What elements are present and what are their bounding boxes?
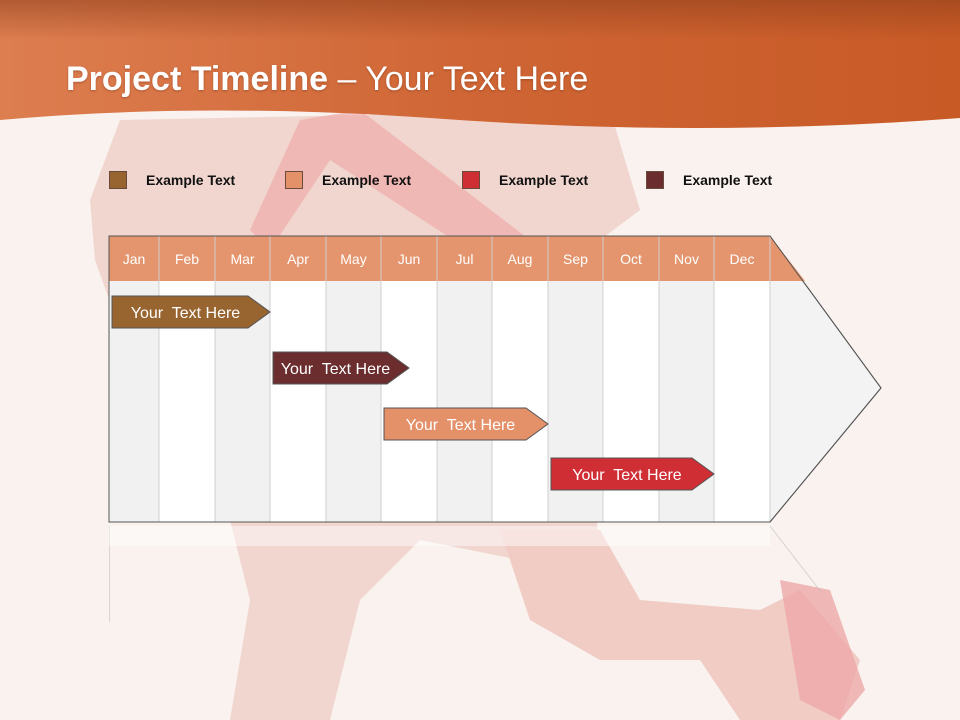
month-column (437, 281, 492, 522)
legend-swatch (646, 171, 664, 189)
month-header-strip (109, 236, 805, 281)
month-label: Jan (123, 251, 146, 267)
month-label: Apr (287, 251, 309, 267)
task-label: Your Text Here (572, 467, 682, 484)
month-column (714, 281, 770, 522)
month-column (326, 281, 381, 522)
legend-label: Example Text (499, 172, 589, 188)
legend-label: Example Text (683, 172, 773, 188)
month-label: May (340, 251, 366, 267)
month-label: Sep (563, 251, 588, 267)
month-column (270, 281, 326, 522)
month-label: Jul (456, 251, 474, 267)
legend-swatch (109, 171, 127, 189)
month-label: Aug (508, 251, 533, 267)
legend-label: Example Text (146, 172, 236, 188)
task-arrow (550, 457, 715, 491)
reflection-band (109, 526, 770, 546)
reflection-edge (109, 526, 110, 622)
month-column (492, 281, 548, 522)
legend-label: Example Text (322, 172, 412, 188)
month-label: Dec (730, 251, 755, 267)
task-arrow (111, 295, 271, 329)
month-label: Nov (674, 251, 699, 267)
reflection-tip (769, 525, 822, 593)
month-label: Oct (620, 251, 642, 267)
legend-swatch (462, 171, 480, 189)
task-arrow (383, 407, 549, 441)
title-bold-part: Project Timeline (66, 60, 329, 98)
month-column (381, 281, 437, 522)
title-rest-part: – Your Text Here (328, 60, 589, 98)
month-label: Jun (398, 251, 421, 267)
month-label: Mar (230, 251, 254, 267)
task-label: Your Text Here (281, 361, 391, 378)
task-label: Your Text Here (131, 305, 241, 322)
task-arrow (272, 351, 410, 385)
timeline-arrow-tip (769, 235, 882, 523)
task-label: Your Text Here (406, 417, 516, 434)
month-label: Feb (175, 251, 199, 267)
slide-title: Project Timeline – Your Text Here (66, 60, 588, 99)
timeline-outline (108, 235, 770, 523)
legend-swatch (285, 171, 303, 189)
